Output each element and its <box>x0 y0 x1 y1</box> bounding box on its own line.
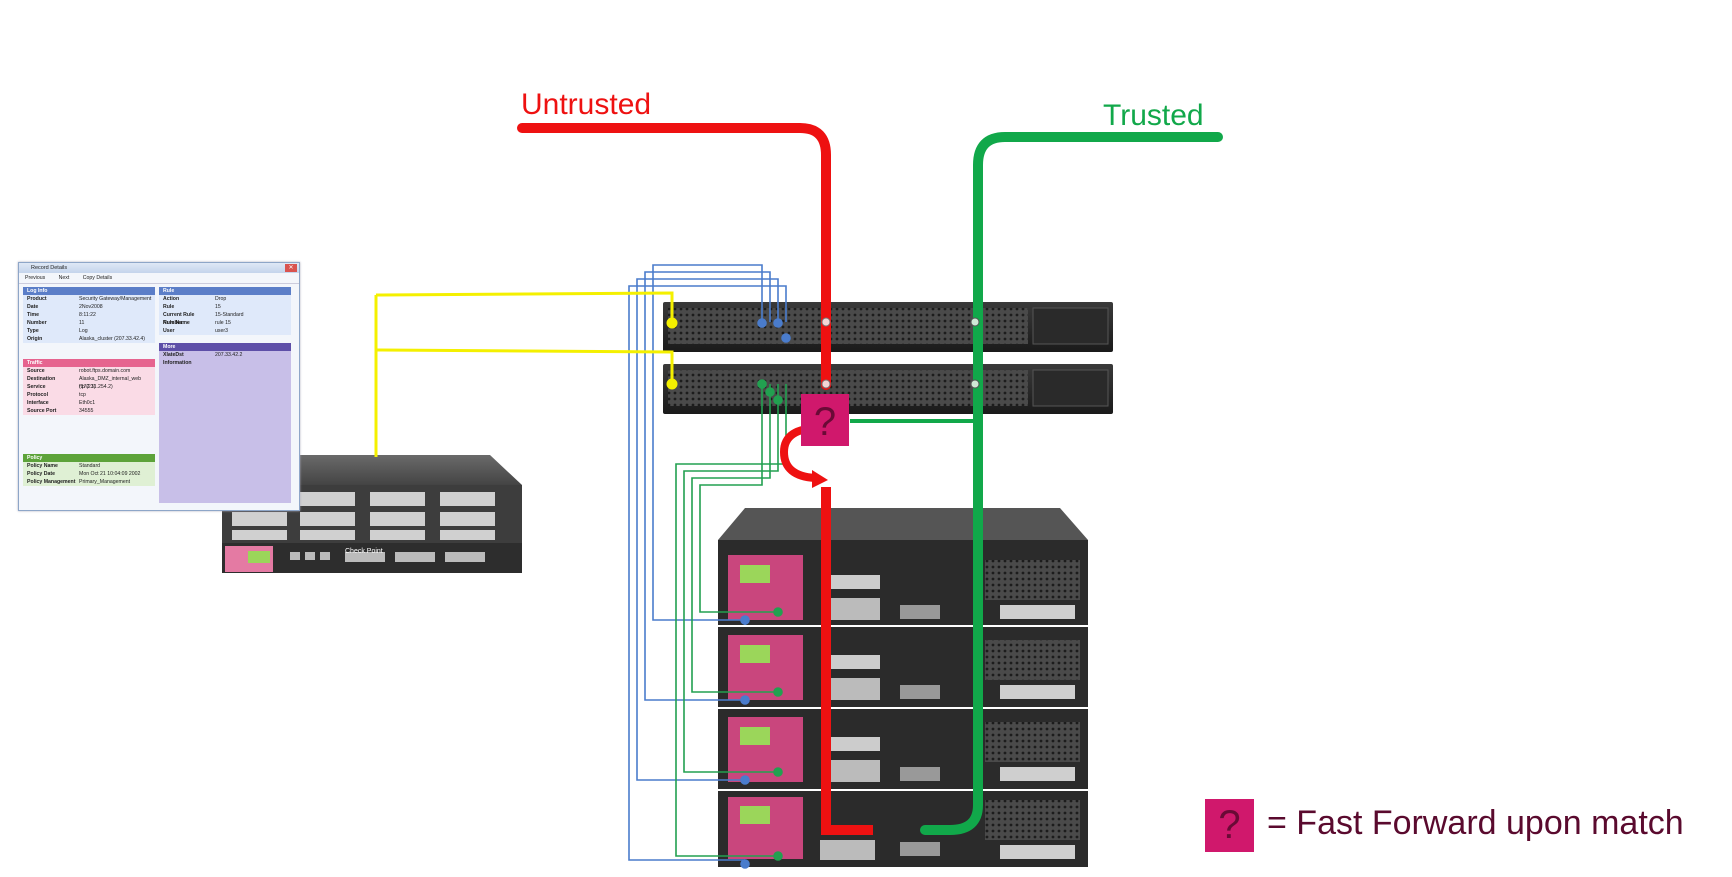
legend-symbol: ? <box>1205 799 1254 852</box>
close-icon[interactable]: ✕ <box>285 264 297 272</box>
gateway-appliance-1 <box>718 508 1088 625</box>
row-value: 11 <box>79 320 85 326</box>
row-key: Number <box>27 320 47 326</box>
row-key: Origin <box>27 336 43 342</box>
untrusted-label: Untrusted <box>521 88 652 121</box>
switch-bottom <box>663 364 1113 414</box>
next-button[interactable]: Next <box>58 275 70 281</box>
row-key: Time <box>27 312 40 318</box>
row-value: 207.33.42.2 <box>215 352 243 358</box>
log-links <box>374 291 678 457</box>
log-info-panel: Log Info Product Security Gateway/Managem… <box>23 287 155 343</box>
row-value: robot.ftps.domain.com <box>79 368 131 374</box>
row-value: ftp (21) <box>79 384 96 390</box>
row-key: Destination <box>27 376 56 382</box>
match-box-symbol: ? <box>814 400 836 444</box>
row-key: Service <box>27 384 46 390</box>
row-value: Mon Oct 21 10:04:09 2002 <box>79 471 141 477</box>
row-value: Primary_Management <box>79 479 131 485</box>
row-value: user3 <box>215 328 228 334</box>
row-key: Policy Management <box>27 479 76 485</box>
row-key: Type <box>27 328 39 334</box>
row-value: Alaska_cluster (207.33.42.4) <box>79 336 146 342</box>
row-value: 8:11:22 <box>79 312 96 318</box>
brand-label: Check Point <box>345 548 383 555</box>
row-value: 15 <box>215 304 221 310</box>
gateway-appliance-3 <box>718 709 1088 789</box>
policy-header: Policy <box>23 454 155 462</box>
previous-button[interactable]: Previous <box>25 275 46 281</box>
row-key: XlateDst <box>163 352 184 358</box>
row-key: Current Rule Number <box>163 312 195 326</box>
row-value: rule 15 <box>215 320 231 326</box>
copy-details-button[interactable]: Copy Details <box>82 275 113 281</box>
row-key: User <box>163 328 175 334</box>
row-key: Date <box>27 304 39 310</box>
row-key: Interface <box>27 400 49 406</box>
traffic-panel: Traffic Source robot.ftps.domain.com Dest… <box>23 359 155 415</box>
row-value: Drop <box>215 296 227 302</box>
more-panel: More XlateDst 207.33.42.2 Information <box>159 343 291 503</box>
traffic-header: Traffic <box>23 359 155 367</box>
row-key: Product <box>27 296 47 302</box>
log-info-header: Log Info <box>23 287 155 295</box>
row-value <box>215 359 291 367</box>
gateway-appliance-4 <box>718 791 1088 867</box>
row-key: Source Port <box>27 408 57 414</box>
more-header: More <box>159 343 291 351</box>
row-value: Standard <box>79 463 101 469</box>
row-key: Action <box>163 296 180 302</box>
row-value: tcp <box>79 392 86 398</box>
blue-links <box>628 264 791 869</box>
match-box: ? <box>801 394 849 446</box>
row-key: Source <box>27 368 45 374</box>
row-value: 34555 <box>79 408 94 414</box>
window-title: Record Details <box>19 263 299 273</box>
row-value: 2Nov2008 <box>79 304 103 310</box>
rule-panel: Rule Action Drop Rule 15 Current Rule Numb… <box>159 287 291 335</box>
trusted-label: Trusted <box>1103 99 1204 132</box>
record-details-window: Record Details ✕ Previous Next Copy Deta… <box>18 262 300 511</box>
row-value: Eth0c1 <box>79 400 96 406</box>
row-key: Information <box>163 360 192 366</box>
row-key: Rule Name <box>163 320 190 326</box>
window-toolbar: Previous Next Copy Details <box>19 273 299 284</box>
switch-top <box>663 302 1113 352</box>
gateway-appliance-2 <box>718 627 1088 707</box>
rule-header: Rule <box>159 287 291 295</box>
row-value: Security Gateway/Management <box>79 296 152 302</box>
row-key: Rule <box>163 304 175 310</box>
legend-text: = Fast Forward upon match <box>1267 804 1684 842</box>
row-value: 15-Standard <box>215 312 244 318</box>
row-key: Policy Name <box>27 463 58 469</box>
row-value: Log <box>79 328 88 334</box>
row-value: Alaska_DMZ_internal_web (172.31.254.2) <box>79 376 141 390</box>
policy-panel: Policy Policy Name Standard Policy Date Mo… <box>23 454 155 486</box>
row-key: Policy Date <box>27 471 55 477</box>
row-key: Protocol <box>27 392 49 398</box>
trusted-path <box>850 132 1223 835</box>
